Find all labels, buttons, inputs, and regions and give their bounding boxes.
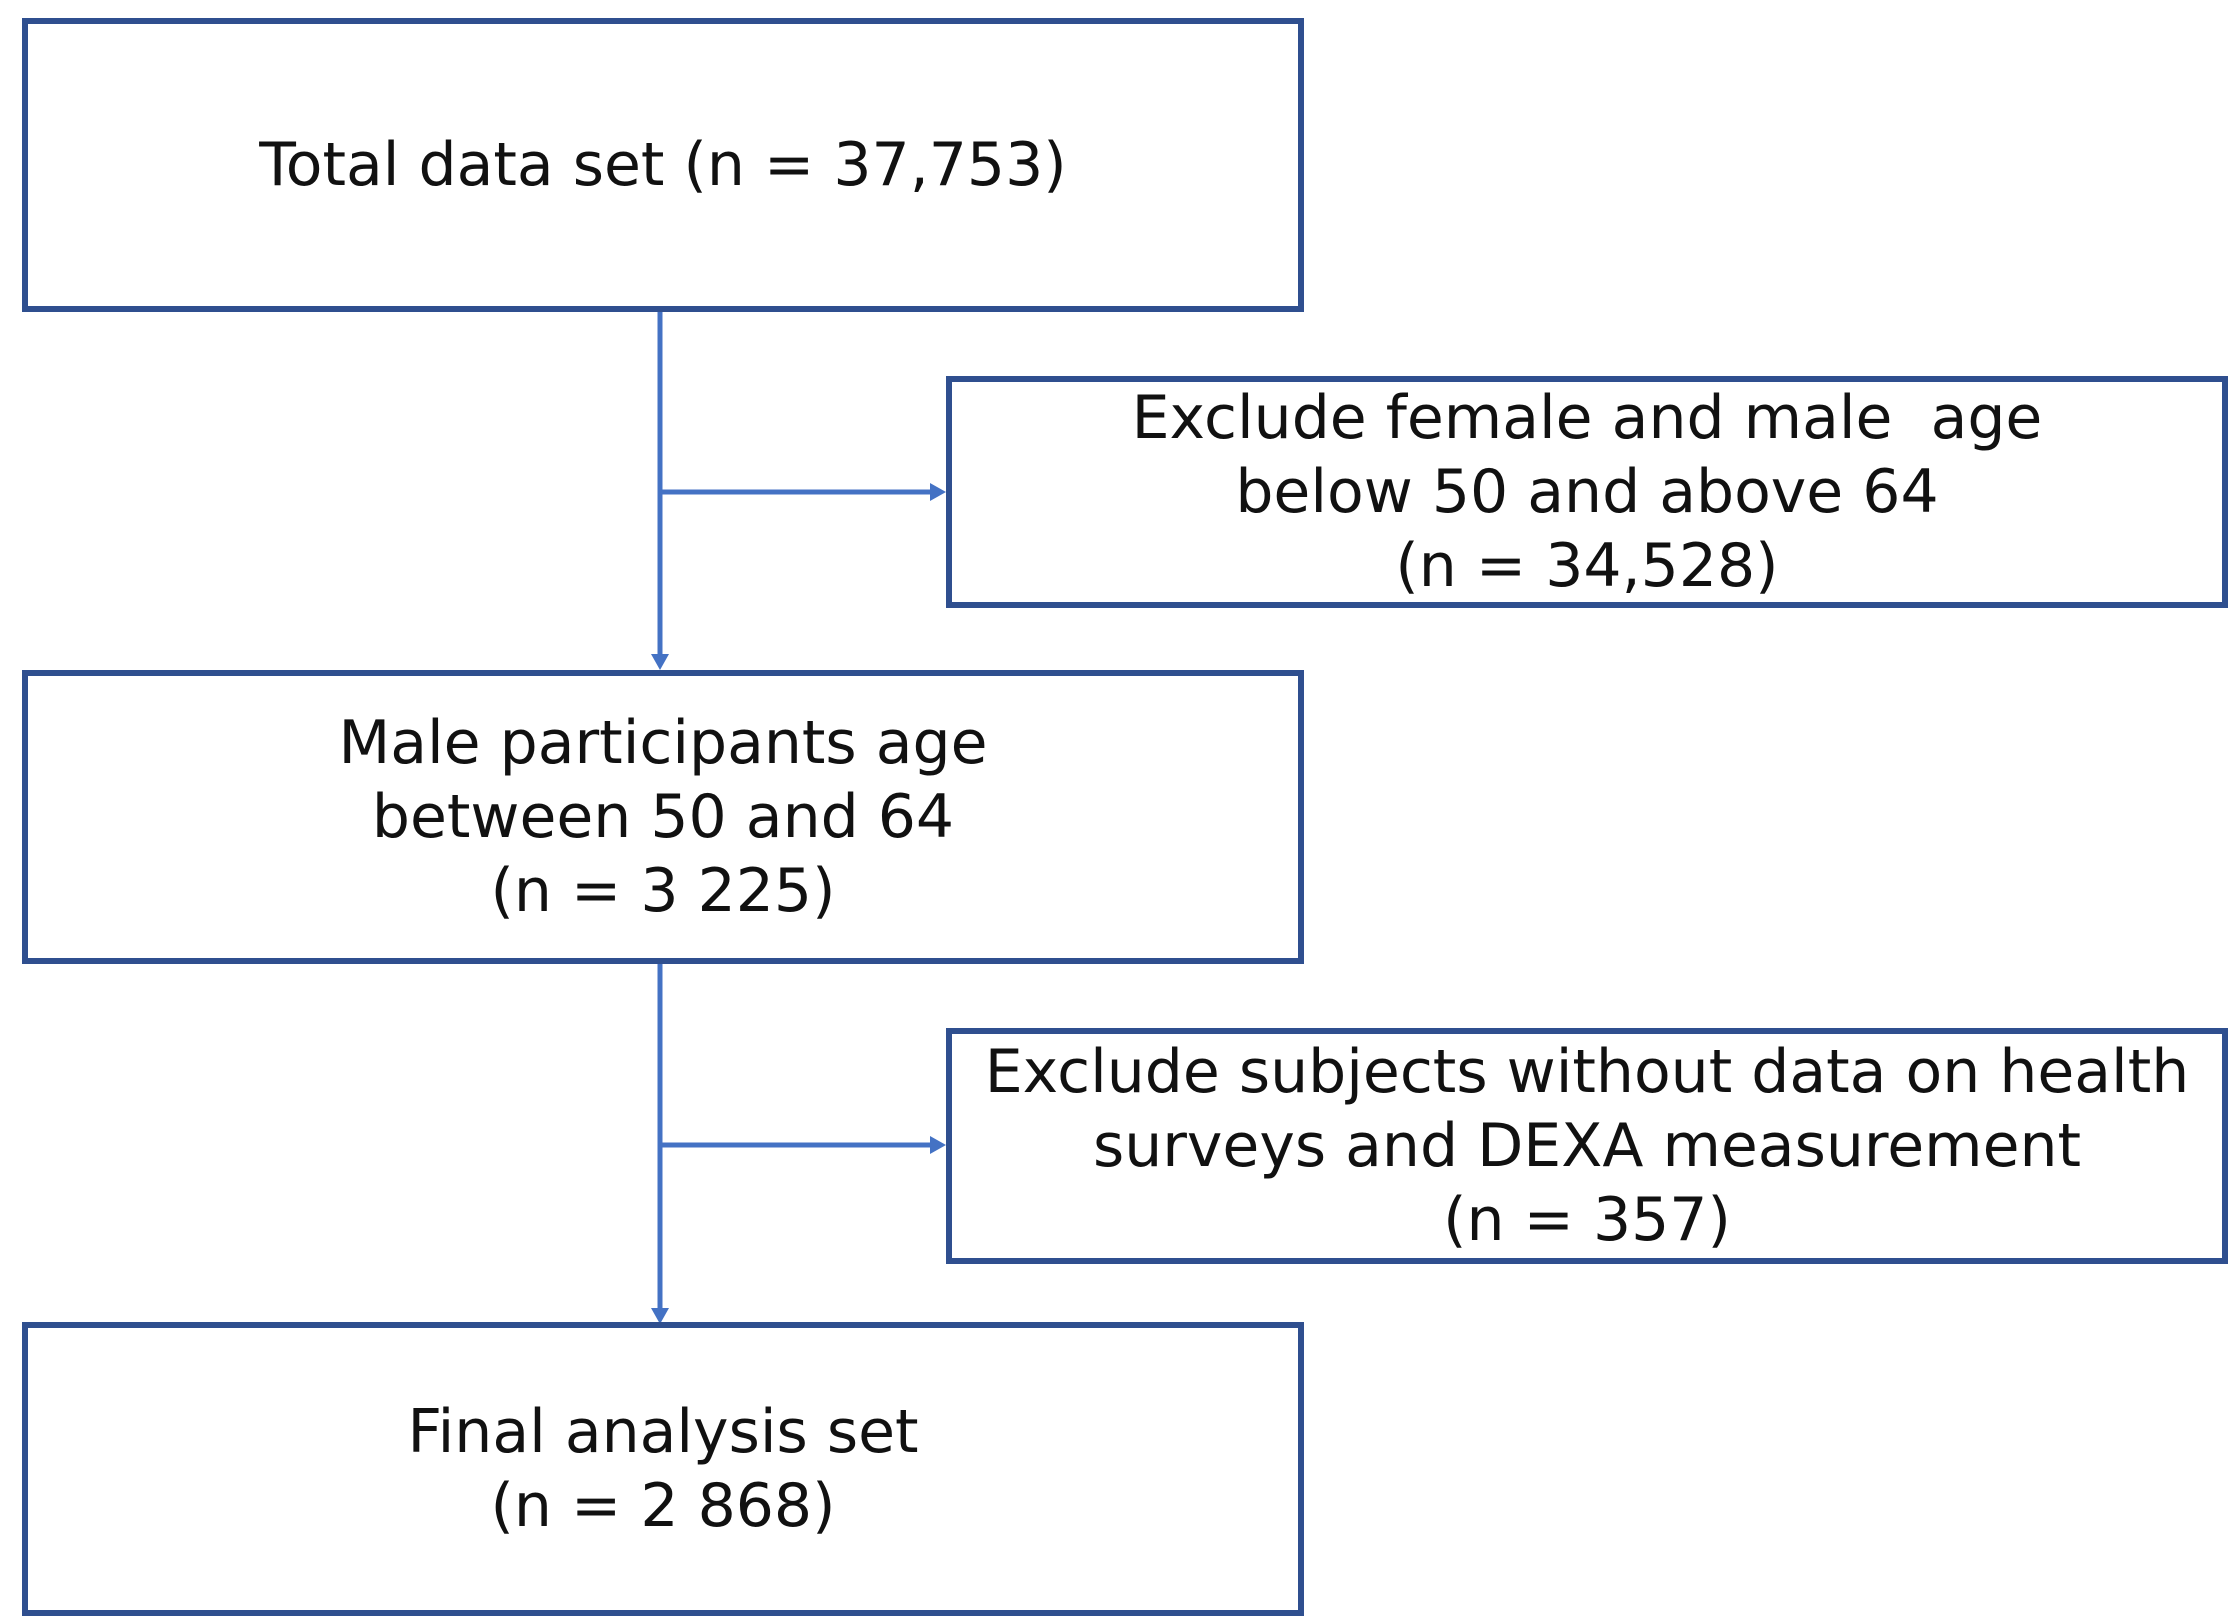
box-male-line-3: (n = 3 225)	[490, 856, 836, 926]
box-exclude-subjects-line-3: (n = 357)	[1443, 1185, 1731, 1255]
arrowhead-down-final	[651, 1308, 669, 1324]
box-exclude-age-line-2: below 50 and above 64	[1235, 457, 1939, 527]
box-exclude-subjects-text: Exclude subjects without data on health …	[985, 1035, 2190, 1257]
box-male-participants-text: Male participants age between 50 and 64 …	[338, 706, 987, 928]
box-exclude-subjects: Exclude subjects without data on health …	[946, 1028, 2228, 1264]
box-final-line-1: Final analysis set	[407, 1397, 919, 1467]
box-exclude-subjects-line-1: Exclude subjects without data on health	[984, 1037, 2190, 1107]
box-final-analysis-set-text: Final analysis set (n = 2 868)	[407, 1395, 918, 1543]
box-male-line-1: Male participants age	[338, 708, 988, 778]
box-exclude-age-line-1: Exclude female and male age	[1131, 383, 2043, 453]
box-exclude-subjects-line-2: surveys and DEXA measurement	[1092, 1111, 2082, 1181]
box-total-data-set: Total data set (n = 37,753)	[22, 18, 1304, 312]
box-total-data-set-text: Total data set (n = 37,753)	[259, 128, 1066, 202]
box-final-line-2: (n = 2 868)	[490, 1471, 836, 1541]
arrowhead-right-exclude-age	[930, 483, 946, 501]
box-final-analysis-set: Final analysis set (n = 2 868)	[22, 1322, 1304, 1616]
box-male-participants: Male participants age between 50 and 64 …	[22, 670, 1304, 964]
box-total-line-1: Total data set (n = 37,753)	[259, 130, 1067, 200]
box-exclude-age-line-3: (n = 34,528)	[1395, 531, 1779, 601]
box-exclude-age: Exclude female and male age below 50 and…	[946, 376, 2228, 608]
box-male-line-2: between 50 and 64	[371, 782, 955, 852]
arrowhead-down-male	[651, 654, 669, 670]
arrowhead-right-exclude-subjects	[930, 1136, 946, 1154]
box-exclude-age-text: Exclude female and male age below 50 and…	[1132, 381, 2043, 603]
